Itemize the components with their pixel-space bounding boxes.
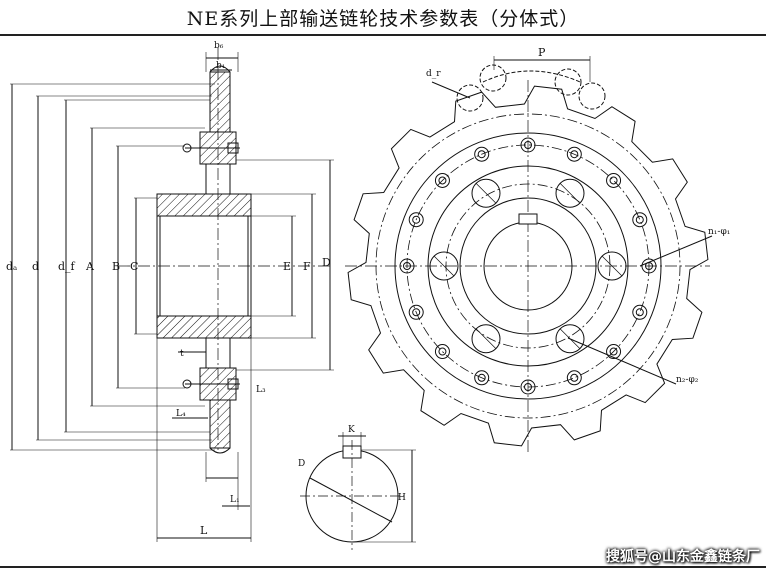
lightening-hole bbox=[597, 251, 627, 281]
key-detail-view bbox=[300, 432, 416, 550]
label-b1: b₁ bbox=[216, 61, 225, 71]
label-K: K bbox=[348, 425, 355, 435]
bolt-hole-group bbox=[399, 137, 657, 395]
label-D-side: D bbox=[322, 256, 331, 269]
label-F: F bbox=[303, 260, 311, 273]
label-D-key: D bbox=[298, 459, 305, 469]
bolt-hole bbox=[641, 258, 657, 274]
bottom-rule bbox=[0, 566, 766, 568]
lightening-hole bbox=[471, 324, 501, 354]
bolt-hole bbox=[474, 146, 490, 162]
page-title: NE系列上部输送链轮技术参数表（分体式） bbox=[186, 8, 580, 30]
label-L3: L₃ bbox=[256, 385, 266, 395]
title-rule bbox=[0, 34, 766, 36]
label-L: L bbox=[200, 524, 208, 537]
bolt-hole bbox=[606, 344, 622, 360]
bolt-hole bbox=[566, 370, 582, 386]
label-L1: L₁ bbox=[230, 495, 240, 505]
label-H: H bbox=[398, 493, 406, 503]
hole-centerline bbox=[601, 255, 623, 277]
label-C: C bbox=[130, 260, 138, 273]
bolt-hole bbox=[520, 137, 536, 153]
bolt-hole bbox=[408, 212, 424, 228]
bolt-hole bbox=[474, 370, 490, 386]
lightening-hole bbox=[429, 251, 459, 281]
bolt-hole bbox=[520, 379, 536, 395]
label-A: A bbox=[85, 260, 95, 273]
front-view bbox=[345, 56, 713, 452]
label-L4: L₄ bbox=[176, 409, 186, 419]
hole-centerline bbox=[559, 328, 581, 349]
label-n1-phi1: n₁-φ₁ bbox=[708, 227, 730, 237]
bolt-hole bbox=[434, 172, 450, 188]
label-E: E bbox=[283, 260, 291, 273]
label-da: dₐ bbox=[6, 260, 17, 273]
hole-centerline bbox=[475, 328, 497, 349]
bolt-hole bbox=[632, 212, 648, 228]
bolt-hole bbox=[434, 344, 450, 360]
watermark: 搜狐号@山东金鑫链条厂 bbox=[606, 549, 760, 565]
bolt-hole bbox=[606, 172, 622, 188]
bolt-hole bbox=[632, 304, 648, 320]
label-d: d bbox=[32, 260, 39, 273]
label-n2-phi2: n₂-φ₂ bbox=[676, 375, 699, 385]
label-dr: d_r bbox=[426, 69, 441, 79]
bolt-hole bbox=[399, 258, 415, 274]
label-B: B bbox=[112, 260, 120, 273]
hole-centerline bbox=[475, 183, 497, 204]
lightening-hole bbox=[555, 178, 585, 208]
hole-centerline bbox=[433, 255, 455, 277]
lightening-hole bbox=[471, 178, 501, 208]
label-t: t bbox=[180, 349, 184, 359]
bolt-hole bbox=[566, 146, 582, 162]
label-b6: b₆ bbox=[214, 41, 224, 51]
label-P: P bbox=[538, 46, 546, 59]
lightening-hole-group bbox=[429, 178, 627, 354]
side-section-view bbox=[10, 48, 334, 542]
sprocket-tooth-profile bbox=[347, 85, 709, 447]
lightening-hole bbox=[555, 324, 585, 354]
bolt-hole bbox=[408, 304, 424, 320]
label-df: d_f bbox=[58, 260, 76, 273]
hole-centerline bbox=[559, 183, 581, 204]
